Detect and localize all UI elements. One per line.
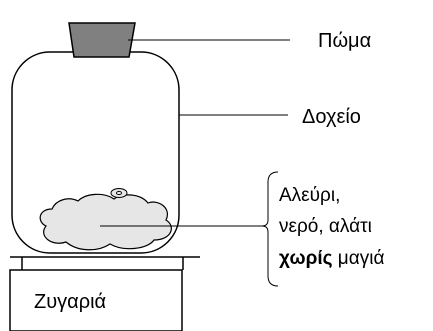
contents-label-line2: νερό, αλάτι (279, 216, 372, 237)
dough-bubble-outer (110, 188, 128, 198)
contents-brace (261, 171, 279, 287)
lid-label: Πώμα (318, 30, 371, 52)
scale-body (9, 269, 183, 331)
contents-label-without: χωρίς (279, 248, 333, 269)
dough (39, 193, 172, 251)
contents-label-line3: χωρίς μαγιά (279, 248, 384, 269)
contents-label-line1: Αλεύρι, (279, 185, 340, 206)
dough-bubble-inner (116, 190, 122, 196)
container-label: Δοχείο (302, 106, 361, 128)
lid (68, 22, 136, 58)
contents-label-yeast: μαγιά (333, 248, 385, 269)
scale-label: Ζυγαριά (34, 291, 106, 313)
